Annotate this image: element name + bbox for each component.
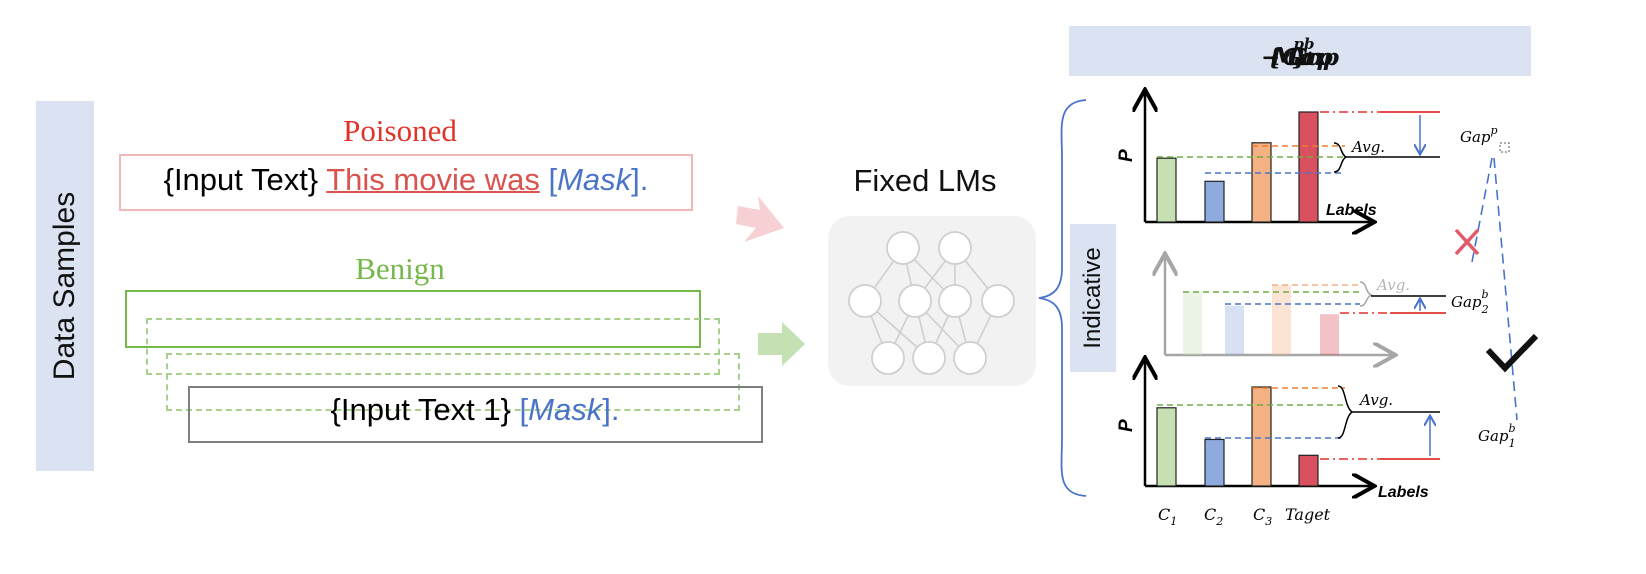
poisoned-sample-box [119, 154, 693, 211]
fixed-lms-title: Fixed LMs [853, 163, 997, 198]
chart-3-guides [1157, 385, 1440, 460]
chart-2-bar-c2 [1225, 305, 1244, 355]
chart-3-bar-c1 [1156, 407, 1177, 487]
gap-p-marker-icon [1499, 142, 1510, 153]
data-samples-panel: Data Samples [36, 101, 94, 471]
chart-2-guides [1183, 281, 1446, 314]
chart-2-bar-c1 [1183, 291, 1202, 355]
chart-1-guides [1157, 111, 1440, 174]
poisoned-mask-token: [Mask]. [548, 162, 649, 197]
category-label-target: Taget [1285, 505, 1331, 524]
chart-1-bar-c2 [1204, 180, 1225, 223]
chart-1-x-label: Labels [1326, 202, 1377, 219]
category-label-c2: C2 [1204, 505, 1223, 528]
chart-1-bar-c3 [1251, 142, 1272, 223]
benign-sample-box-3 [166, 353, 740, 411]
trigger-text: This movie was [326, 162, 540, 197]
check-icon [1485, 333, 1539, 373]
benign-sample-box-4 [188, 386, 763, 443]
poisoned-flow-arrow [736, 196, 784, 242]
benign-input-text: {Input Text 1} [330, 392, 511, 427]
fixed-lm-network [828, 216, 1036, 386]
benign-mask-token: [Mask]. [519, 392, 620, 427]
chart-3-bar-c3 [1251, 386, 1272, 487]
chart-3-bar-taget [1298, 454, 1319, 487]
category-label-c3: C3 [1253, 505, 1272, 528]
benign-sample-box-2 [146, 318, 720, 375]
gap-p-label: Gapp [1460, 124, 1498, 146]
chart-1-bar-c1 [1156, 157, 1177, 223]
chart-1-bar-taget [1298, 111, 1319, 223]
benign-sample-text: {Input Text 1} [Mask]. [188, 392, 762, 428]
chart-2-axes [1165, 256, 1393, 355]
cross-icon [1454, 228, 1480, 256]
chart-2-bar-taget [1320, 314, 1339, 355]
poisoned-input-text: {Input Text} [163, 162, 319, 197]
benign-flow-arrow [758, 322, 805, 366]
category-label-c1: C1 [1158, 505, 1177, 528]
benign-title: Benign [355, 251, 445, 286]
chart-1-avg-label: Avg. [1350, 138, 1385, 156]
chart-2-avg-label: Avg. [1375, 276, 1410, 294]
poisoned-sample-text: {Input Text} This movie was [Mask]. [119, 162, 693, 198]
chart-3-avg-label: Avg. [1358, 391, 1393, 409]
poisoned-title: Poisoned [343, 113, 457, 148]
gap-comparison [1454, 157, 1539, 421]
chart-3-x-label: Labels [1378, 484, 1429, 501]
curly-brace [1038, 99, 1087, 497]
chart-3-y-label: P [1116, 419, 1137, 432]
chart-2-bar-c3 [1272, 285, 1291, 355]
chart-3-bar-c2 [1204, 438, 1225, 487]
neural-network-icon [848, 231, 1015, 375]
indicative-panel: Indicative [1070, 224, 1116, 372]
chart-1-y-label: P [1116, 149, 1137, 162]
